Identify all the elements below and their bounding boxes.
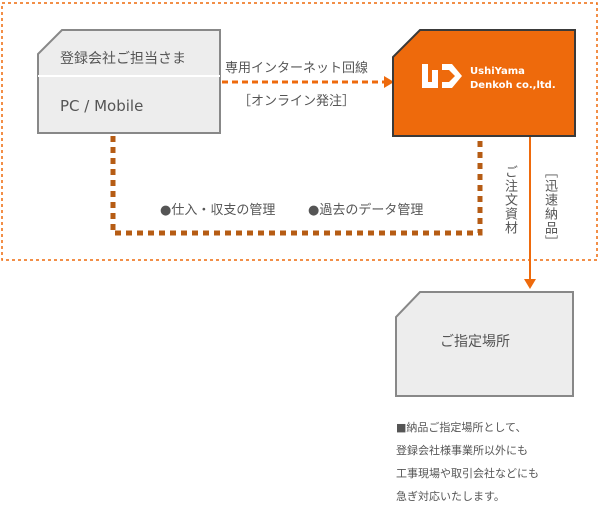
destination-box	[395, 291, 574, 397]
delivery-arrowhead	[524, 279, 536, 289]
documents-flow-label: ご注文資材	[502, 165, 517, 235]
client-title: 登録会社ご担当さま	[60, 51, 186, 67]
system-boundary	[1, 2, 598, 261]
client-box	[37, 29, 221, 134]
company-box	[392, 29, 576, 137]
destination-label: ご指定場所	[440, 334, 510, 350]
company-logo-icon	[422, 64, 462, 88]
management-item-history: ●過去のデータ管理	[308, 203, 424, 218]
note-line: 急ぎ対応いたします。	[396, 490, 505, 503]
company-name-line2: Denkoh co.,ltd.	[470, 80, 556, 91]
delivery-flow-label: ［迅速納品］	[542, 165, 557, 249]
network-label: 専用インターネット回線	[225, 61, 369, 76]
online-order-arrowhead	[384, 76, 394, 88]
note-line: ■納品ご指定場所として、	[396, 421, 527, 434]
management-loop-line	[110, 136, 483, 236]
note-line: 工事現場や取引会社などにも	[396, 467, 539, 480]
client-device: PC / Mobile	[60, 97, 144, 115]
delivery-note: ■納品ご指定場所として、 登録会社様事業所以外にも 工事現場や取引会社などにも …	[396, 416, 539, 508]
company-name-line1: UshiYama	[470, 66, 525, 77]
management-item-purchase: ●仕入・収支の管理	[160, 203, 276, 218]
online-order-label: ［オンライン発注］	[238, 94, 356, 109]
note-line: 登録会社様事業所以外にも	[396, 444, 528, 457]
